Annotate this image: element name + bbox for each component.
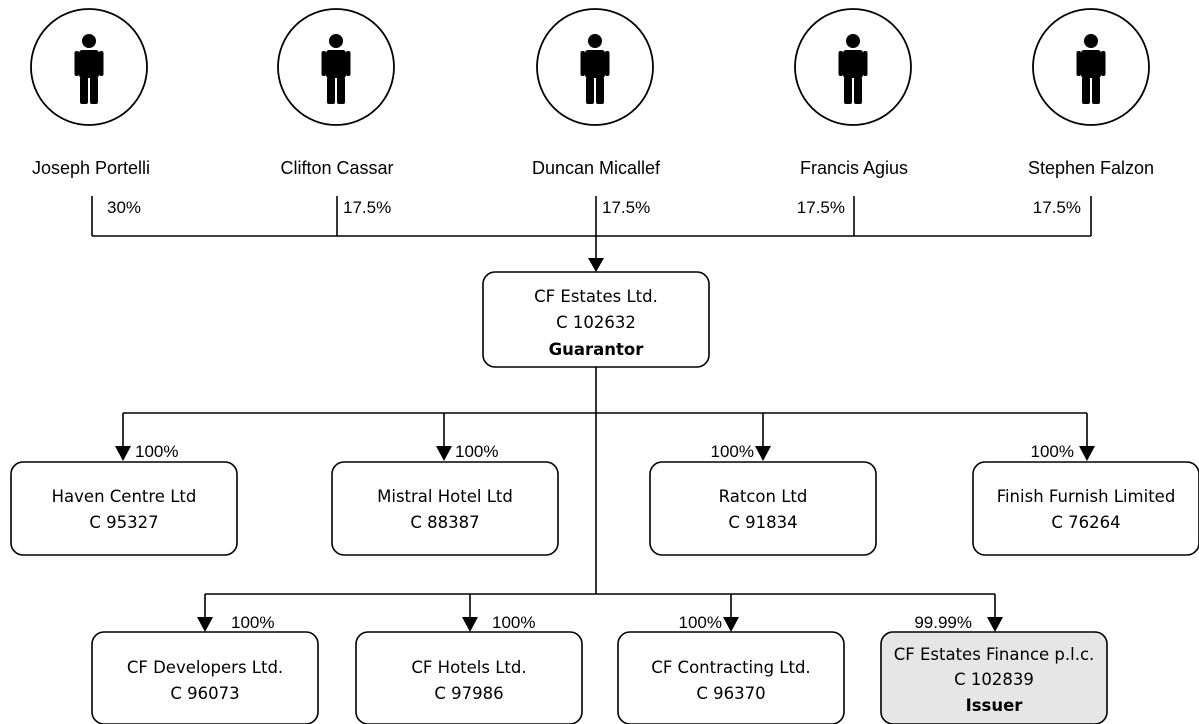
shareholding-percent: 30% [107,198,141,217]
ownership-percent: 100% [135,442,178,461]
arrow-down-icon [987,617,1003,632]
entity-name: CF Contracting Ltd. [651,658,810,677]
ownership-percent: 100% [231,613,274,632]
arrow-down-icon [197,617,213,632]
ownership-percent: 100% [679,613,722,632]
shareholder-name: Joseph Portelli [32,158,150,178]
shareholding-percent: 17.5% [343,198,391,217]
issuer-entity: CF Estates Finance p.l.c. C 102839 Issue… [880,631,1108,724]
entity-name: Mistral Hotel Ltd [377,487,513,506]
entity-role: Issuer [966,696,1024,715]
shareholder-francis-agius: Francis Agius 17.5% [794,8,912,217]
shareholder-name: Francis Agius [800,158,908,178]
subsidiary-cf-developers: CF Developers Ltd. C 96073 [91,631,319,724]
shareholder-joseph-portelli: Joseph Portelli 30% [30,8,150,217]
entity-name: CF Developers Ltd. [127,658,283,677]
arrow-down-icon [755,446,771,461]
subsidiary-ratcon: Ratcon Ltd C 91834 [649,461,877,556]
row2-connectors [197,593,1003,632]
subsidiary-cf-hotels: CF Hotels Ltd. C 97986 [355,631,583,724]
shareholder-connectors [91,196,1092,272]
arrow-down-icon [115,446,131,461]
shareholder-name: Clifton Cassar [280,158,393,178]
subsidiary-finish-furnish: Finish Furnish Limited C 76264 [972,461,1199,556]
entity-registration: C 96370 [696,684,765,703]
arrow-down-icon [723,617,739,632]
shareholding-percent: 17.5% [797,198,845,217]
entity-name: Haven Centre Ltd [52,487,197,506]
shareholder-stephen-falzon: Stephen Falzon 17.5% [1028,8,1154,217]
entity-registration: C 102839 [954,670,1034,689]
ownership-percent: 99.99% [914,613,972,632]
subsidiary-cf-contracting: CF Contracting Ltd. C 96370 [617,631,845,724]
ownership-percent: 100% [711,442,754,461]
row1-connectors [115,412,1095,461]
shareholding-percent: 17.5% [1033,198,1081,217]
ownership-percent: 100% [1031,442,1074,461]
entity-registration: C 97986 [434,684,503,703]
shareholder-duncan-micallef: Duncan Micallef 17.5% [532,8,661,217]
ownership-percent: 100% [455,442,498,461]
shareholder-name: Stephen Falzon [1028,158,1154,178]
shareholding-percent: 17.5% [602,198,650,217]
entity-registration: C 88387 [410,513,479,532]
entity-name: CF Hotels Ltd. [411,658,526,677]
entity-registration: C 95327 [89,513,158,532]
entity-name: Finish Furnish Limited [997,487,1176,506]
arrow-down-icon [436,446,452,461]
entity-registration: C 76264 [1051,513,1120,532]
arrow-down-icon [462,617,478,632]
entity-registration: C 91834 [728,513,797,532]
entity-name: CF Estates Ltd. [534,287,658,306]
subsidiary-haven-centre: Haven Centre Ltd C 95327 [10,461,238,556]
subsidiary-mistral-hotel: Mistral Hotel Ltd C 88387 [331,461,559,556]
entity-name: CF Estates Finance p.l.c. [894,645,1095,664]
issuer-box [880,631,1108,724]
entity-name: Ratcon Ltd [719,487,808,506]
guarantor-entity: CF Estates Ltd. C 102632 Guarantor [482,271,710,368]
shareholder-name: Duncan Micallef [532,158,661,178]
entity-registration: C 96073 [170,684,239,703]
arrow-down-icon [1079,446,1095,461]
shareholder-clifton-cassar: Clifton Cassar 17.5% [277,8,395,217]
entity-role: Guarantor [549,340,645,359]
arrow-down-icon [588,258,604,272]
ownership-percent: 100% [492,613,535,632]
entity-registration: C 102632 [556,313,636,332]
